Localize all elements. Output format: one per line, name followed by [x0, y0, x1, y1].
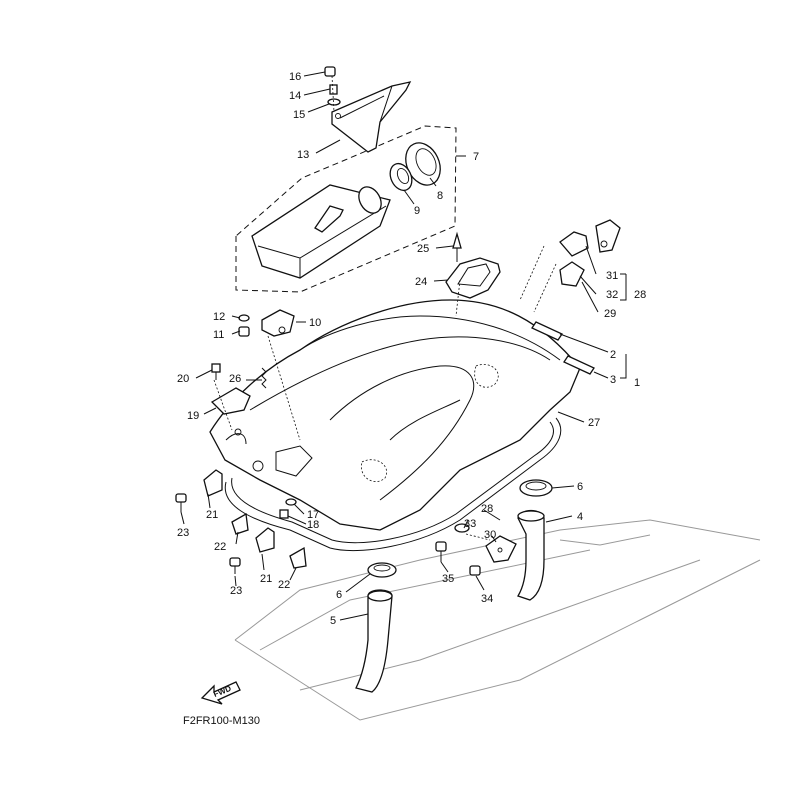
bracket-21-lower: [255, 527, 275, 553]
callout-17: 17: [307, 509, 319, 521]
plate-22-lower: [289, 546, 307, 569]
washer-12: [238, 314, 250, 322]
callout-33: 33: [464, 518, 476, 530]
callout-15: 15: [293, 109, 305, 121]
leader-lines: [180, 71, 627, 621]
callout-10: 10: [309, 317, 321, 329]
callout-21-upper: 21: [206, 509, 218, 521]
nut-34: [469, 565, 481, 576]
callout-30: 30: [484, 529, 496, 541]
main-cover: [209, 299, 581, 531]
bolt-23-lower: [229, 557, 241, 574]
callout-22-upper: 22: [214, 541, 226, 553]
callout-11: 11: [213, 329, 224, 341]
callout-19: 19: [187, 410, 199, 422]
diagram-code: F2FR100-M130: [183, 715, 260, 727]
handle-24: [445, 257, 501, 299]
fwd-arrow-icon: FWD: [200, 681, 241, 705]
callout-21-lower: 21: [260, 573, 272, 585]
callout-27: 27: [588, 417, 600, 429]
callout-2: 2: [610, 349, 616, 361]
callout-31: 31: [606, 270, 618, 282]
callout-32: 32: [606, 289, 618, 301]
assembly-box-7: [235, 125, 457, 293]
callout-16: 16: [289, 71, 301, 83]
callout-1: 1: [634, 377, 640, 389]
screw-20: [211, 363, 221, 380]
rim-27: [224, 417, 562, 552]
callout-25: 25: [417, 243, 429, 255]
callouts: 16 14 15 13 7 8 9 25 24 12 10 11 31 32 2…: [177, 71, 646, 627]
callout-12: 12: [213, 311, 225, 323]
callout-35: 35: [442, 573, 454, 585]
callout-24: 24: [415, 276, 427, 288]
callout-8: 8: [437, 190, 443, 202]
fastener-18: [279, 509, 289, 519]
callout-22-lower: 22: [278, 579, 290, 591]
clip-10: [261, 309, 295, 337]
callout-5: 5: [330, 615, 336, 627]
strip-3: [563, 355, 595, 375]
callout-7: 7: [473, 151, 479, 163]
pin-25: [452, 231, 462, 262]
callout-23-lower: 23: [230, 585, 242, 597]
spring-26: [261, 367, 267, 389]
callout-29: 29: [604, 308, 616, 320]
callout-26: 26: [229, 373, 241, 385]
storage-box: [251, 184, 391, 279]
callout-6-lower: 6: [336, 589, 342, 601]
clamp-6-lower: [367, 562, 397, 578]
callout-3: 3: [610, 374, 616, 386]
latch-31: [559, 231, 589, 257]
bracket-21-upper: [203, 469, 223, 497]
callout-28-upper: 28: [634, 289, 646, 301]
callout-4: 4: [577, 511, 583, 523]
fastener-14: [329, 84, 338, 95]
plate-30: [485, 535, 517, 563]
callout-28-lower: 28: [481, 503, 493, 515]
strip-2: [531, 321, 563, 341]
bolt-11: [238, 326, 250, 337]
bracket-13: [331, 81, 412, 153]
fastener-16: [324, 66, 336, 77]
callout-23-upper: 23: [177, 527, 189, 539]
fastener-17: [285, 498, 297, 506]
callout-14: 14: [289, 90, 301, 102]
clamp-6-upper: [519, 479, 553, 497]
hose-4: [517, 509, 545, 601]
bolt-35: [435, 541, 447, 562]
callout-13: 13: [297, 149, 309, 161]
callout-34: 34: [481, 593, 493, 605]
bolt-23-upper: [175, 493, 187, 512]
hose-5: [355, 589, 393, 693]
ring-8: [405, 142, 441, 186]
plate-29: [559, 261, 585, 287]
latch-28: [595, 219, 621, 253]
bracket-19: [210, 387, 251, 415]
plate-22-upper: [231, 512, 249, 535]
fastener-15: [327, 98, 341, 106]
callout-18: 18: [307, 519, 319, 531]
callout-20: 20: [177, 373, 189, 385]
callout-9: 9: [414, 205, 420, 217]
callout-6-upper: 6: [577, 481, 583, 493]
ring-9: [389, 162, 413, 192]
